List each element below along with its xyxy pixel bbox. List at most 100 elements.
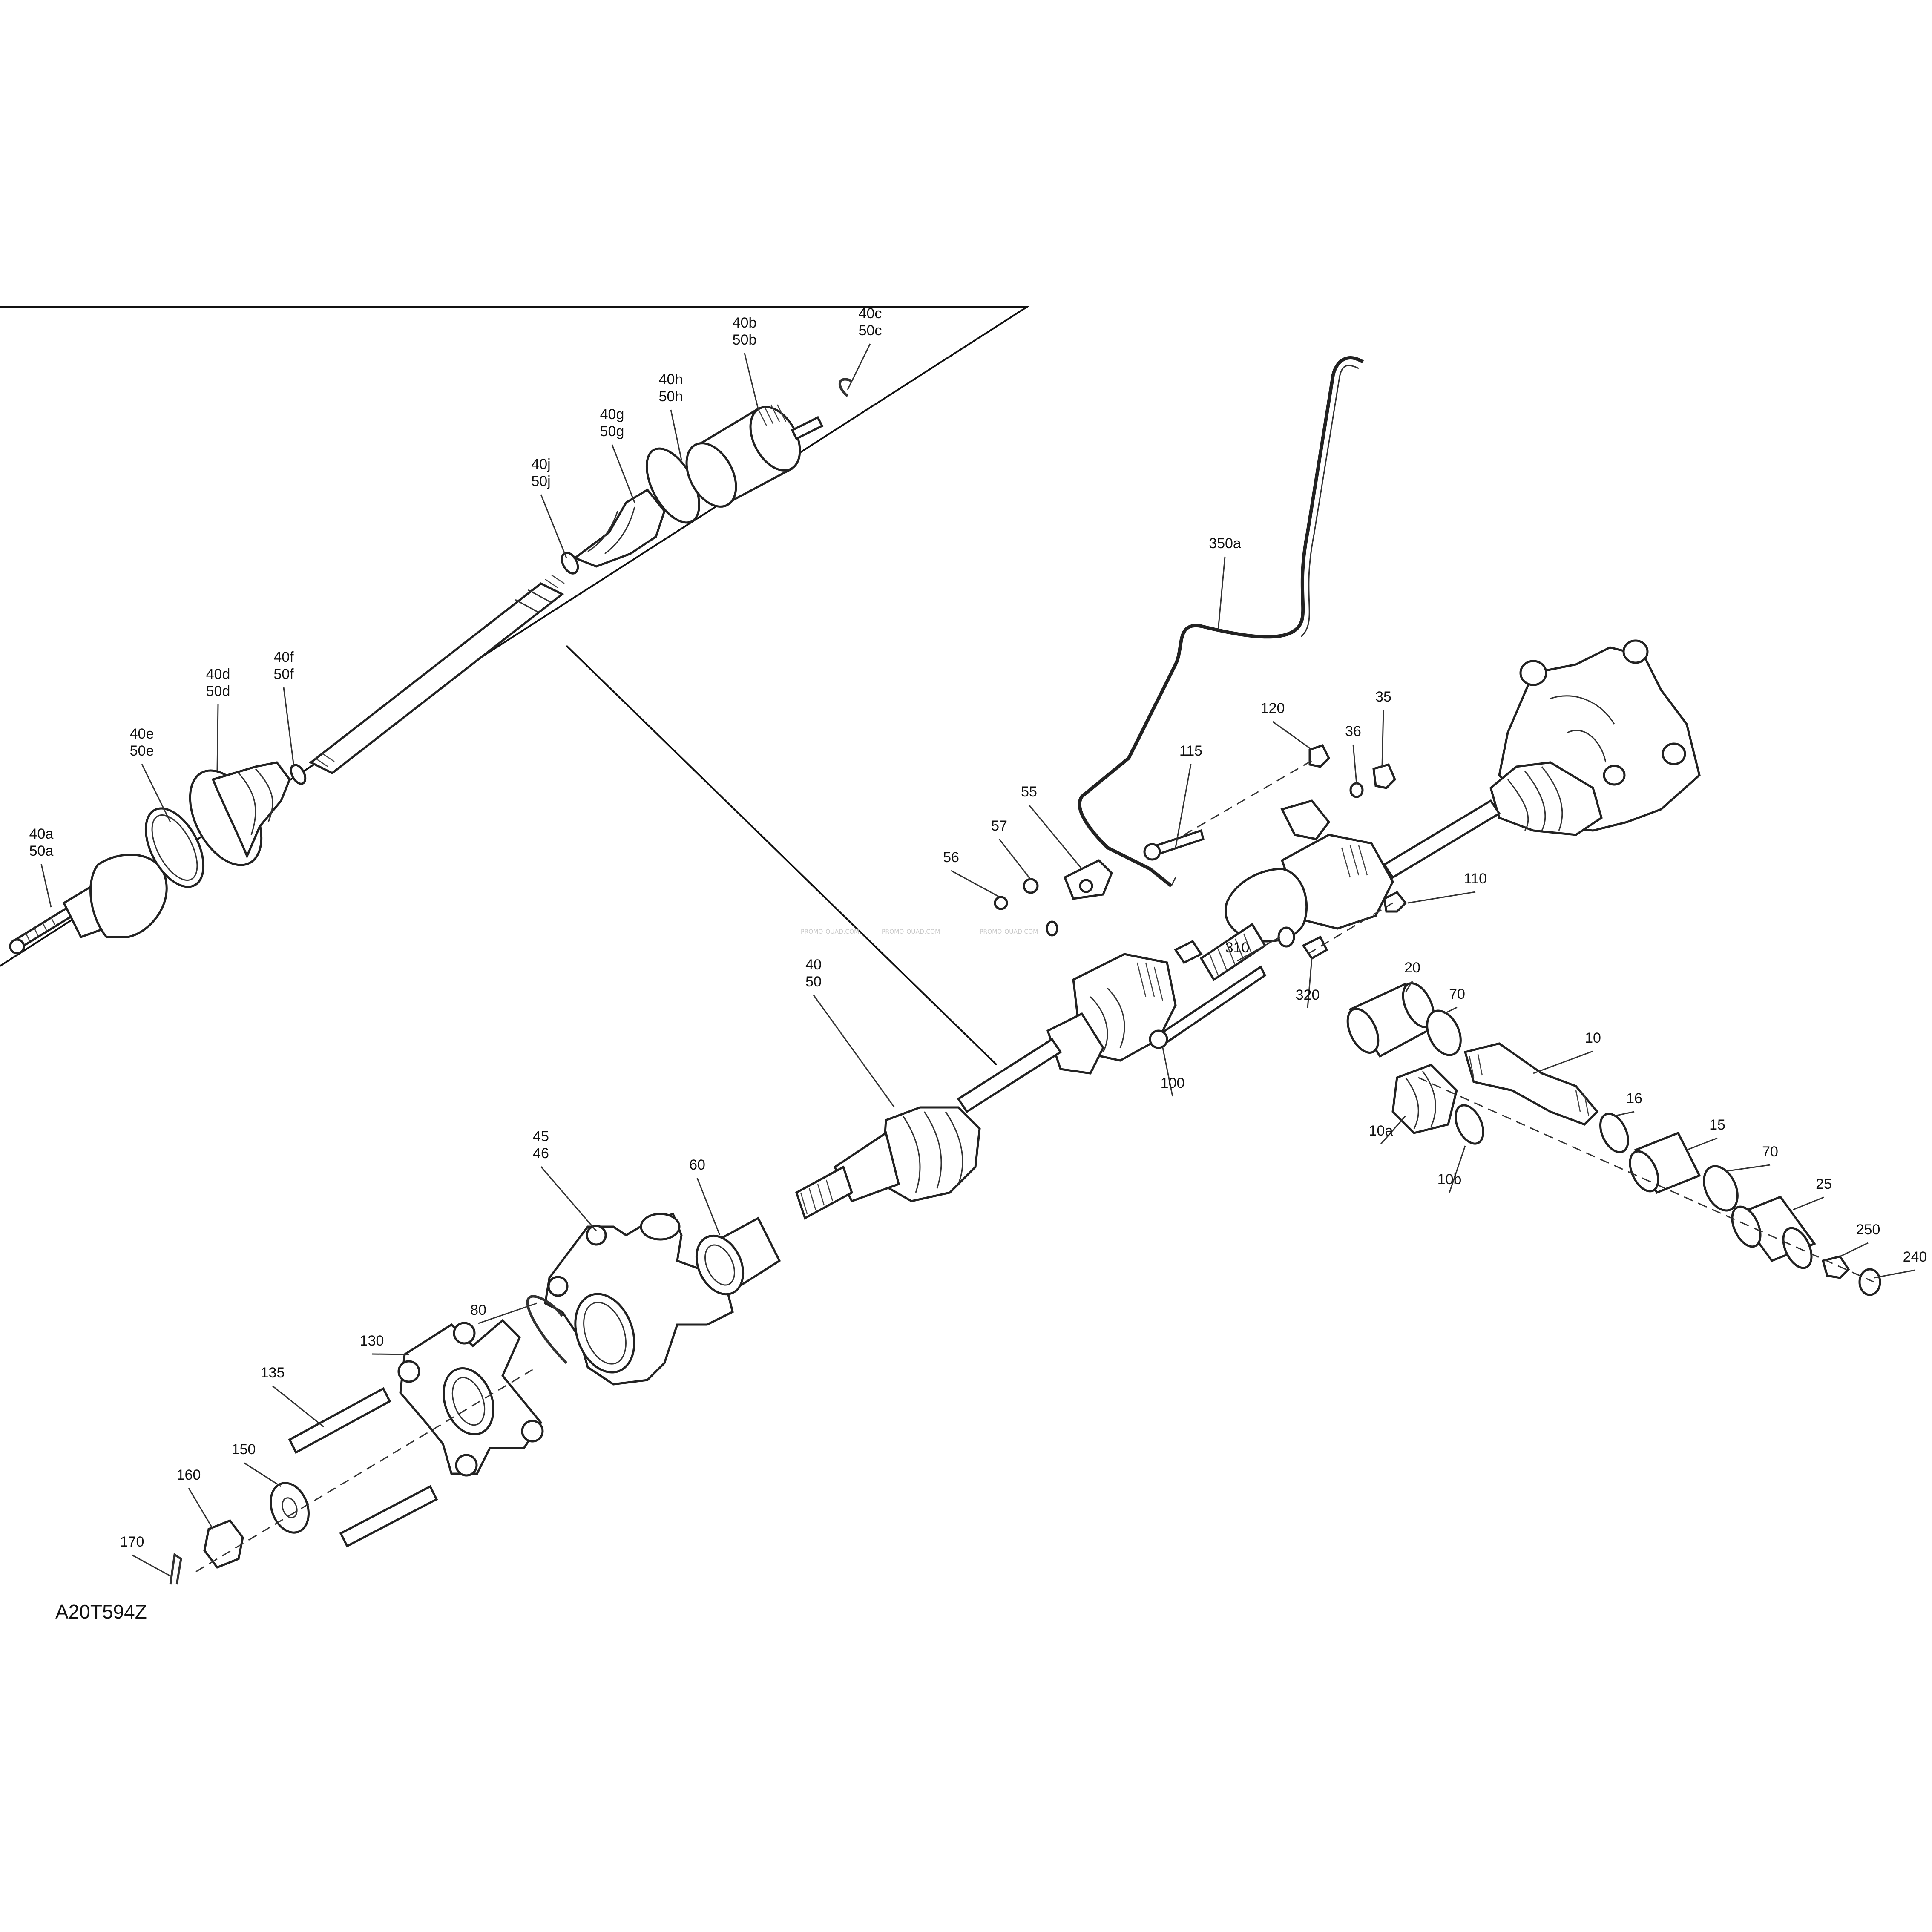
callout-320: 320: [1296, 958, 1320, 1009]
axis-right: [1418, 1077, 1874, 1283]
washer-56: [994, 896, 1008, 910]
leader-line-70b: [1725, 1164, 1771, 1172]
callout-label-250-0: 250: [1856, 1222, 1880, 1238]
clamp-10b: [1455, 1104, 1484, 1145]
callout-label-70a-0: 70: [1449, 986, 1465, 1002]
axis-mid: [1307, 902, 1393, 955]
shaft-10: [1463, 1042, 1599, 1126]
leader-line-35: [1381, 710, 1384, 767]
cotter-pin-170: [169, 1552, 182, 1585]
washer-36: [1349, 782, 1364, 798]
callout-label-45-0: 45: [533, 1128, 549, 1144]
leader-line-10b: [1449, 1145, 1466, 1193]
callout-label-36-0: 36: [1345, 723, 1361, 739]
leader-line-10a: [1380, 1116, 1406, 1144]
callout-label-40h-0: 40h: [659, 371, 683, 388]
callout-350a: 350a: [1209, 535, 1241, 631]
ring-40j: [561, 552, 579, 575]
callout-55: 55: [1021, 784, 1083, 869]
leader-line-120: [1272, 721, 1312, 750]
bolt-320: [1302, 935, 1328, 960]
callout-70b: 70: [1725, 1144, 1778, 1172]
shaft-left-outer-joint-40: [795, 1106, 981, 1220]
nut-120: [1308, 744, 1331, 768]
leader-line-40g: [611, 444, 635, 503]
leader-line-45: [540, 1166, 597, 1231]
callout-label-120-0: 120: [1261, 700, 1285, 716]
callout-label-170-0: 170: [120, 1534, 144, 1550]
callout-150: 150: [232, 1441, 282, 1487]
callout-label-40b-0: 40b: [733, 315, 757, 331]
callout-label-40f-0: 40f: [273, 649, 294, 665]
callout-120: 120: [1261, 700, 1312, 750]
leader-line-150: [243, 1462, 282, 1487]
leader-line-55: [1028, 805, 1083, 869]
knuckle-45: [544, 1212, 734, 1386]
callout-170: 170: [120, 1534, 171, 1577]
callout-label-40-0: 40: [805, 957, 822, 973]
boot-40g: [572, 488, 666, 568]
callout-label-240-0: 240: [1903, 1249, 1927, 1265]
watermark-3: PROMO-QUAD.COM: [980, 929, 1038, 935]
circlip-40c: [838, 378, 853, 397]
callout-160: 160: [177, 1467, 214, 1530]
inset-exploded-shaft: [0, 306, 1030, 1066]
callout-label-130-0: 130: [360, 1333, 384, 1349]
callout-label-55-0: 55: [1021, 784, 1037, 800]
leader-line-40d: [216, 704, 219, 771]
callout-240: 240: [1874, 1249, 1927, 1279]
callout-16: 16: [1614, 1090, 1642, 1117]
callout-label-15-0: 15: [1709, 1117, 1725, 1133]
callout-10b: 10b: [1438, 1145, 1466, 1193]
leader-line-16: [1614, 1111, 1635, 1117]
sleeve-20: [1346, 982, 1437, 1058]
leader-line-40b: [744, 353, 759, 409]
sleeve-15: [1629, 1131, 1701, 1194]
axis-hub: [196, 1366, 537, 1573]
circlip-80: [526, 1295, 568, 1364]
leader-line-40j: [540, 494, 567, 558]
callout-label-40j-0: 40j: [531, 456, 550, 472]
callout-10: 10: [1533, 1030, 1601, 1074]
leader-line-25: [1793, 1196, 1824, 1210]
callout-label-310-0: 310: [1225, 940, 1250, 956]
shaft-right-outer-boot: [1489, 761, 1603, 836]
washer-240: [1858, 1268, 1881, 1296]
castle-nut-160: [203, 1519, 244, 1569]
callout-label-115-0: 115: [1179, 743, 1202, 759]
inset-pointer-line: [566, 645, 998, 1066]
stud-135b: [339, 1485, 438, 1548]
callout-label-10b-0: 10b: [1438, 1171, 1462, 1187]
screw-57: [1023, 878, 1039, 894]
leader-line-40: [813, 995, 895, 1108]
leader-line-56: [951, 870, 999, 897]
leader-line-135: [272, 1385, 324, 1428]
leader-line-320: [1307, 958, 1313, 1009]
leader-line-70a: [1443, 1006, 1458, 1015]
callout-100: 100: [1161, 1047, 1184, 1097]
leader-line-250: [1840, 1242, 1869, 1257]
ring-70b: [1703, 1165, 1739, 1212]
diagram-id: A20T594Z: [55, 1601, 147, 1623]
callout-label-40j-1: 50j: [531, 473, 550, 489]
leader-line-100: [1162, 1047, 1173, 1097]
shaft-left-inner-joint: [1072, 940, 1203, 1062]
leader-line-57: [998, 839, 1032, 880]
callout-label-40e-1: 50e: [130, 743, 154, 759]
callout-label-40g-1: 50g: [600, 423, 624, 440]
leader-line-40f: [283, 687, 295, 767]
breather-tube-350a: [1078, 356, 1364, 888]
callout-36: 36: [1345, 723, 1361, 784]
callout-label-60-0: 60: [689, 1157, 705, 1173]
callout-label-25-0: 25: [1816, 1176, 1832, 1192]
bolt-250: [1821, 1255, 1850, 1279]
leader-line-170: [132, 1554, 171, 1577]
inner-cv-housing-40b: [685, 404, 824, 508]
leader-line-40h: [670, 409, 682, 460]
